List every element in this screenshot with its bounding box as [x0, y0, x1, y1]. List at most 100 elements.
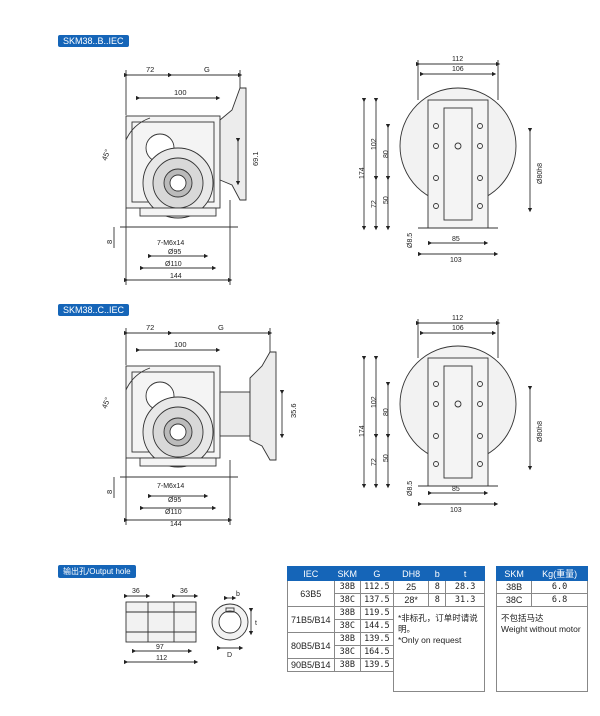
dim-102-c: 102 [371, 396, 378, 408]
cell-skm: 38B [333, 606, 362, 620]
cell-t: 28.3 [445, 580, 485, 594]
dim-36-right: 36 [180, 588, 188, 595]
dim-phi110: Ø110 [165, 261, 182, 268]
note-en: *Only on request [398, 635, 462, 645]
col-skm: SKM [333, 566, 362, 581]
dim-phi8-5-c: Ø8.5 [407, 481, 414, 496]
cell-skm: 38B [333, 632, 362, 646]
section-label-output-hole: 输出孔/Output hole [58, 565, 136, 578]
dim-80: 80 [383, 150, 390, 158]
note-cn: *非标孔，订单时请说明。 [398, 613, 478, 634]
cell-kg: 6.0 [531, 580, 588, 594]
dim-80-c: 80 [383, 408, 390, 416]
cell-g: 144.5 [360, 619, 394, 633]
side-view-c [113, 328, 285, 525]
col-iec: IEC [287, 566, 335, 581]
dim-g: G [204, 65, 210, 74]
dim-85: 85 [452, 236, 460, 243]
dim-112-hole: 112 [156, 655, 167, 662]
weight-note-en: Weight without motor [501, 624, 581, 634]
cell-skm: 38B [333, 658, 362, 672]
shaft-note: *非标孔，订单时请说明。 *Only on request [393, 606, 485, 692]
dim-102: 102 [371, 138, 378, 150]
dim-174-c: 174 [359, 425, 366, 437]
col-t: t [445, 566, 485, 581]
dim-45-c: 45° [100, 396, 112, 410]
dim-72: 72 [146, 65, 154, 74]
weight-note-cn: 不包括马达 [501, 613, 544, 623]
dim-72-vert-c: 72 [371, 458, 378, 466]
dim-106: 106 [452, 66, 464, 73]
dim-phi95-c: Ø95 [168, 497, 181, 504]
col-b: b [428, 566, 447, 581]
dim-d: D [227, 652, 232, 659]
section-label-c: SKM38..C..IEC [58, 304, 130, 316]
dim-100-c: 100 [174, 340, 187, 349]
cell-d: 25 [392, 580, 430, 594]
section-label-b: SKM38..B..IEC [58, 35, 129, 47]
dim-phi80h8: Ø80h8 [537, 163, 544, 184]
dim-100: 100 [174, 88, 187, 97]
dim-phi110-c: Ø110 [165, 509, 182, 516]
cell-b: 8 [428, 593, 447, 607]
cell-skm: 38B [495, 580, 533, 594]
dim-112: 112 [452, 56, 463, 63]
dim-36-left: 36 [132, 588, 140, 595]
dim-112-c: 112 [452, 315, 463, 322]
cell-d: 28* [392, 593, 430, 607]
dim-phi95: Ø95 [168, 249, 181, 256]
front-view-c [361, 319, 533, 507]
dim-8-c: 8 [105, 490, 114, 494]
cell-b: 8 [428, 580, 447, 594]
cell-skm: 38C [333, 619, 362, 633]
iec-g-table: IEC SKM G 63B5 38B 112.5 38C 137.5 71B5/… [287, 566, 394, 672]
cell-t: 31.3 [445, 593, 485, 607]
cell-kg: 6.8 [531, 593, 588, 607]
col-dh8: DH8 [392, 566, 430, 581]
dim-45: 45° [100, 148, 112, 162]
dim-144: 144 [170, 273, 182, 280]
cell-g: 119.5 [360, 606, 394, 620]
cell-skm: 38C [333, 593, 362, 607]
weight-table: SKM Kg(重量) 38B 6.0 38C 6.8 不包括马达 Weight … [495, 566, 588, 692]
col-kg: Kg(重量) [531, 566, 588, 581]
dim-97: 97 [156, 644, 164, 651]
dim-b: b [236, 591, 240, 598]
dim-50-c: 50 [383, 454, 390, 462]
dim-phi8-5: Ø8.5 [407, 233, 414, 248]
shaft-hole-table: DH8 b t 25 8 28.3 28* 8 31.3 *非标孔，订单时请说明… [392, 566, 485, 692]
dim-35-6: 35.6 [289, 403, 298, 418]
cell-iec: 63B5 [287, 580, 335, 607]
cell-iec: 90B5/B14 [287, 658, 335, 672]
cell-iec: 71B5/B14 [287, 606, 335, 633]
cell-g: 112.5 [360, 580, 394, 594]
dim-g-c: G [218, 323, 224, 332]
dim-69-1: 69.1 [251, 151, 260, 166]
dim-phi80h8-c: Ø80h8 [537, 421, 544, 442]
dim-thread: 7-M6x14 [157, 240, 184, 247]
dim-72-c: 72 [146, 323, 154, 332]
output-hole-drawing [123, 593, 254, 665]
cell-g: 137.5 [360, 593, 394, 607]
cell-g: 139.5 [360, 658, 394, 672]
dim-thread-c: 7-M6x14 [157, 483, 184, 490]
dim-174: 174 [359, 167, 366, 179]
cell-skm: 38C [495, 593, 533, 607]
side-view-b [113, 70, 247, 285]
dim-103: 103 [450, 257, 462, 264]
dim-t: t [255, 620, 257, 627]
dim-85-c: 85 [452, 486, 460, 493]
cell-g: 139.5 [360, 632, 394, 646]
col-g: G [360, 566, 394, 581]
dim-106-c: 106 [452, 325, 464, 332]
dim-50: 50 [383, 196, 390, 204]
dim-72-vert: 72 [371, 200, 378, 208]
dim-103-c: 103 [450, 507, 462, 514]
cell-skm: 38B [333, 580, 362, 594]
col-skm: SKM [495, 566, 533, 581]
cell-skm: 38C [333, 645, 362, 659]
front-view-b [361, 60, 533, 257]
dim-8: 8 [105, 240, 114, 244]
cell-g: 164.5 [360, 645, 394, 659]
